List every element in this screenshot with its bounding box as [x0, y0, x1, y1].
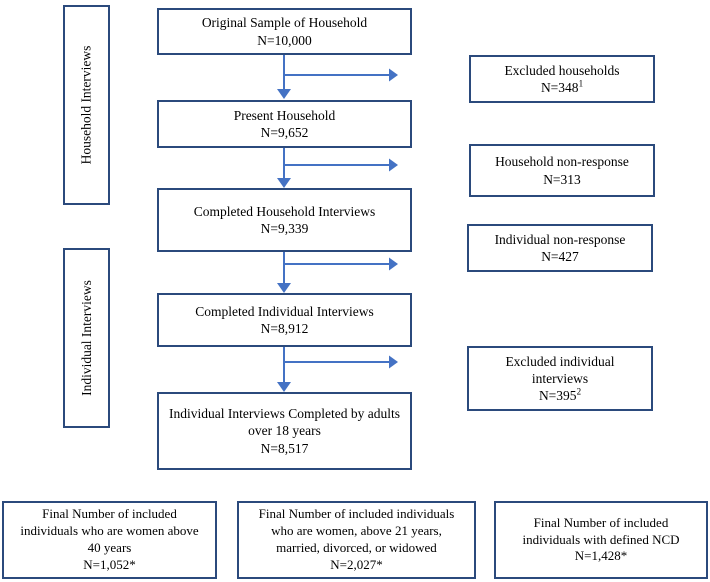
- stage-label-text: Household Interviews: [78, 45, 94, 165]
- box-label: Excluded households: [504, 62, 620, 78]
- box-label: Present Household: [233, 107, 336, 123]
- arrow-completed-household-to-individual: [277, 252, 398, 293]
- box-count: N=8,517: [260, 440, 309, 456]
- box-label: Completed Individual Interviews: [195, 303, 374, 319]
- arrow-original-to-present: [277, 55, 398, 99]
- box-label: Individual Interviews Completed by adult…: [169, 406, 400, 439]
- stage-label-individual-interviews: Individual Interviews: [63, 248, 110, 428]
- flow-box-individual-non-response: Individual non-response N=427: [467, 224, 653, 272]
- flow-box-excluded-households: Excluded households N=3481: [469, 55, 655, 103]
- box-count: N=313: [543, 171, 581, 187]
- stage-label-household-interviews: Household Interviews: [63, 5, 110, 205]
- flow-box-household-non-response: Household non-response N=313: [469, 144, 655, 197]
- box-label: Final Number of included individuals who…: [20, 506, 199, 555]
- box-label: Final Number of included individuals who…: [258, 506, 455, 555]
- flow-box-final-women-over-40: Final Number of included individuals who…: [2, 501, 217, 579]
- footnote-marker: 2: [576, 386, 582, 397]
- flow-box-present-household: Present Household N=9,652: [157, 100, 412, 148]
- box-count: N=427: [541, 249, 579, 264]
- box-count: N=1,052*: [83, 556, 136, 572]
- stage-label-text: Individual Interviews: [78, 280, 94, 396]
- box-count: N=2,027*: [330, 556, 383, 572]
- box-count: N=3952: [538, 386, 582, 404]
- flow-box-original-sample: Original Sample of Household N=10,000: [157, 8, 412, 55]
- flow-box-completed-household-interviews: Completed Household Interviews N=9,339: [157, 188, 412, 252]
- box-label: Household non-response: [495, 154, 629, 170]
- flow-box-final-women-21-married: Final Number of included individuals who…: [237, 501, 476, 579]
- arrow-individual-to-adult: [277, 347, 398, 392]
- box-count: N=10,000: [257, 32, 312, 48]
- arrow-present-to-completed-household: [277, 148, 398, 188]
- box-count: N=8,912: [260, 321, 309, 336]
- box-label: Completed Household Interviews: [193, 203, 376, 219]
- box-label: Excluded individual interviews: [505, 353, 615, 386]
- flow-box-final-defined-ncd: Final Number of included individuals wit…: [494, 501, 708, 579]
- footnote-marker: 1: [578, 78, 584, 89]
- box-count: N=9,339: [260, 221, 309, 236]
- box-count: N=3481: [540, 78, 584, 95]
- flow-box-completed-individual-interviews: Completed Individual Interviews N=8,912: [157, 293, 412, 347]
- flow-box-adult-interviews: Individual Interviews Completed by adult…: [157, 392, 412, 470]
- box-label: Original Sample of Household: [201, 15, 368, 31]
- box-label: Individual non-response: [494, 231, 626, 247]
- flow-box-excluded-individual-interviews: Excluded individual interviews N=3952: [467, 346, 653, 411]
- box-label: Final Number of included individuals wit…: [522, 514, 680, 547]
- box-count: N=1,428*: [574, 548, 628, 564]
- box-count: N=9,652: [260, 125, 309, 140]
